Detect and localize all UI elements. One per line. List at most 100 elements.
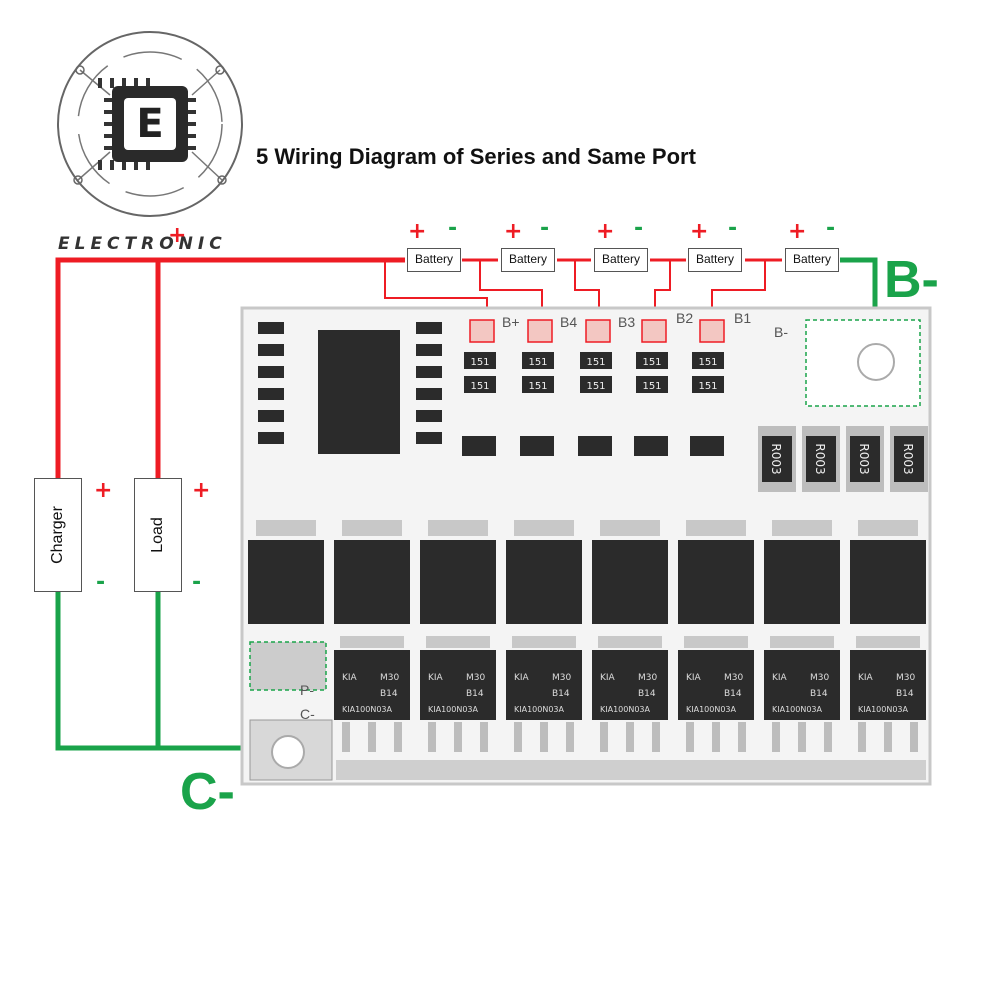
mosfet-bottom xyxy=(334,650,410,720)
mosfet-marking-1: KIA xyxy=(514,673,530,683)
logo-letter: E xyxy=(136,101,163,147)
resistor-151-code: 151 xyxy=(470,381,489,392)
resistor-151-code: 151 xyxy=(528,357,547,368)
mosfet-marking-1: KIA xyxy=(342,673,358,683)
pad-label-b3: B3 xyxy=(618,314,636,330)
battery-2-minus: - xyxy=(540,216,550,241)
mosfet-bottom xyxy=(420,650,496,720)
mosfet-lead xyxy=(798,722,806,752)
resistor-151-code: 151 xyxy=(642,381,661,392)
small-transistor xyxy=(690,436,724,456)
mosfet-marking-3: B14 xyxy=(552,689,570,699)
mosfet-lead xyxy=(480,722,488,752)
charger-label: Charger xyxy=(49,506,66,564)
mosfet-lead xyxy=(342,722,350,752)
charger-minus: - xyxy=(96,570,106,595)
battery-2-label: Battery xyxy=(501,248,555,272)
mosfet-lead xyxy=(600,722,608,752)
mosfet-marking-2: M30 xyxy=(896,673,915,683)
mosfet-top xyxy=(334,540,410,624)
mosfet-marking-1: KIA xyxy=(600,673,616,683)
mosfet-marking-3: B14 xyxy=(638,689,656,699)
mosfet-tab xyxy=(428,520,488,536)
mosfet-marking-2: M30 xyxy=(552,673,571,683)
resistor-151 xyxy=(692,376,724,393)
resistor-151 xyxy=(636,352,668,369)
mosfet-marking-2: M30 xyxy=(638,673,657,683)
c-minus-terminal-label: C- xyxy=(180,763,235,821)
battery-5-label: Battery xyxy=(785,248,839,272)
battery-5-minus: - xyxy=(826,216,836,241)
mosfet-lead xyxy=(858,722,866,752)
mosfet-marking-3: B14 xyxy=(380,689,398,699)
battery-4-plus: + xyxy=(690,219,709,244)
mosfet-bottom xyxy=(764,650,840,720)
mosfet-marking-2: M30 xyxy=(810,673,829,683)
mosfet-top xyxy=(678,540,754,624)
smd-part xyxy=(416,344,442,356)
sense-resistor-body xyxy=(762,436,792,482)
mosfet-marking-4: KIA100N03A xyxy=(342,705,393,714)
mosfet-bottom xyxy=(850,650,926,720)
mosfet-lead xyxy=(824,722,832,752)
smd-part xyxy=(416,366,442,378)
resistor-151 xyxy=(692,352,724,369)
resistor-151-code: 151 xyxy=(528,381,547,392)
mosfet-top xyxy=(506,540,582,624)
mosfet-bottom xyxy=(506,650,582,720)
balance-pad xyxy=(699,319,725,343)
small-transistor xyxy=(634,436,668,456)
mosfet-lead xyxy=(738,722,746,752)
resistor-151-code: 151 xyxy=(642,357,661,368)
smd-part xyxy=(258,388,284,400)
mosfet-marking-3: B14 xyxy=(810,689,828,699)
port-label-cminus: C- xyxy=(300,706,315,722)
battery-3-label: Battery xyxy=(594,248,648,272)
mosfet-lead xyxy=(540,722,548,752)
sense-resistor-code: R003 xyxy=(769,443,783,474)
resistor-151 xyxy=(464,376,496,393)
smd-part xyxy=(258,410,284,422)
port-label-pminus: P- xyxy=(300,682,314,698)
resistor-151-code: 151 xyxy=(586,381,605,392)
smd-part xyxy=(416,432,442,444)
main-positive-label: + xyxy=(168,223,187,248)
mosfet-tab xyxy=(426,636,490,648)
resistor-151 xyxy=(464,352,496,369)
mosfet-lead xyxy=(686,722,694,752)
small-transistor xyxy=(520,436,554,456)
mosfet-lead xyxy=(910,722,918,752)
smd-part xyxy=(416,410,442,422)
mosfet-tab xyxy=(600,520,660,536)
smd-part xyxy=(258,432,284,444)
resistor-151-code: 151 xyxy=(470,357,489,368)
battery-3-minus: - xyxy=(634,216,644,241)
mosfet-tab xyxy=(772,520,832,536)
pad-label-b2: B2 xyxy=(676,310,694,326)
smd-part xyxy=(258,344,284,356)
sense-resistor-body xyxy=(850,436,880,482)
mosfet-marking-1: KIA xyxy=(858,673,874,683)
mosfet-tab xyxy=(858,520,918,536)
mosfet-lead xyxy=(884,722,892,752)
battery-2-plus: + xyxy=(504,219,523,244)
smd-part xyxy=(416,322,442,334)
mosfet-marking-4: KIA100N03A xyxy=(514,705,565,714)
mosfet-marking-4: KIA100N03A xyxy=(772,705,823,714)
brand-wordmark: ELECTRONIC xyxy=(58,234,227,254)
charger-box: Charger xyxy=(34,478,82,592)
battery-1-minus: - xyxy=(448,216,458,241)
battery-3-plus: + xyxy=(596,219,615,244)
mosfet-marking-1: KIA xyxy=(686,673,702,683)
mosfet-marking-2: M30 xyxy=(380,673,399,683)
b-minus-terminal-label: B- xyxy=(884,251,939,309)
pad-label-bplus: B+ xyxy=(502,314,520,330)
mosfet-bottom xyxy=(678,650,754,720)
battery-1-plus: + xyxy=(408,219,427,244)
pad-label-b4: B4 xyxy=(560,314,578,330)
mosfet-marking-3: B14 xyxy=(896,689,914,699)
mosfet-tab xyxy=(684,636,748,648)
resistor-151 xyxy=(522,352,554,369)
